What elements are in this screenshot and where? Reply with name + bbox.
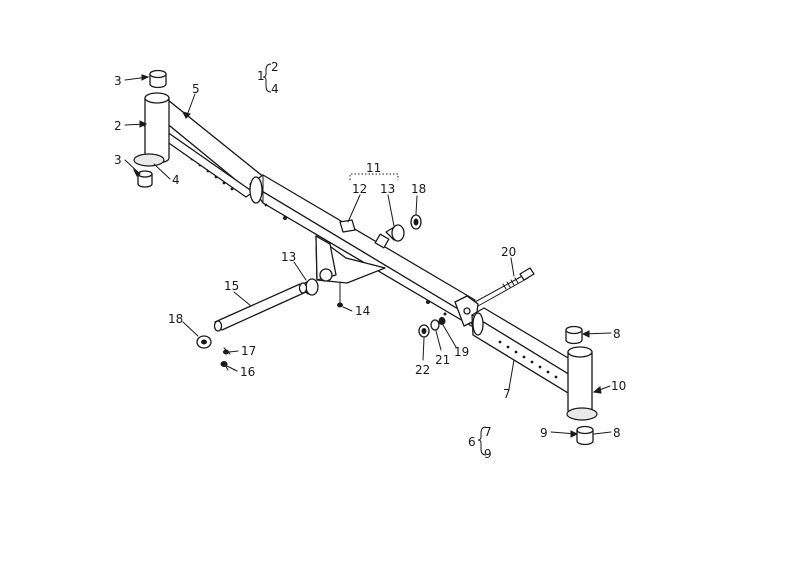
callout-8-top: 8 — [613, 327, 621, 341]
callout-7: 7 — [503, 387, 511, 401]
bolt-16 — [220, 361, 229, 371]
callout-21: 21 — [435, 353, 450, 367]
callout-8-bottom: 8 — [613, 426, 621, 440]
bushing-right — [374, 224, 405, 249]
left-cap-bottom — [137, 170, 153, 188]
callout-3-bottom: 3 — [114, 153, 122, 167]
callout-22: 22 — [415, 363, 430, 377]
pivot-bracket — [315, 219, 386, 284]
callout-20: 20 — [501, 245, 516, 259]
nut-22 — [418, 324, 430, 338]
callout-labels: 1 2 4 3 2 3 4 5 11 12 13 18 20 13 14 15 … — [114, 60, 626, 461]
callout-1: 1 — [257, 69, 265, 83]
bolt-20 — [474, 267, 535, 307]
right-cap-bottom — [576, 425, 594, 446]
callout-15: 15 — [224, 279, 239, 293]
washer-21 — [430, 319, 440, 331]
callout-10: 10 — [611, 379, 626, 393]
callout-5: 5 — [192, 82, 200, 96]
callout-16: 16 — [240, 365, 255, 379]
callout-1-brace-top: 2 — [271, 60, 279, 74]
left-spindle — [133, 92, 170, 167]
callout-14: 14 — [355, 304, 370, 318]
bolt-14 — [337, 282, 343, 308]
callout-17: 17 — [241, 344, 256, 358]
right-cap-top — [565, 325, 583, 345]
callout-4: 4 — [172, 173, 180, 187]
washer-left — [196, 335, 212, 349]
arrow-heads — [132, 74, 602, 438]
pin-15 — [213, 282, 308, 332]
callout-1-brace-bottom: 4 — [271, 82, 279, 96]
callout-6-brace-top: 7 — [484, 425, 492, 439]
callout-3-top: 3 — [114, 74, 122, 88]
right-spindle — [566, 346, 598, 421]
washer-right — [410, 214, 422, 230]
callout-12: 12 — [352, 182, 367, 196]
callout-6-brace-bottom: 9 — [484, 447, 492, 461]
callout-6: 6 — [468, 435, 476, 449]
callout-18-right: 18 — [411, 182, 426, 196]
callout-13-left: 13 — [281, 250, 296, 264]
callout-13-right: 13 — [380, 182, 395, 196]
brace-6 — [477, 426, 487, 456]
left-cap-top — [149, 69, 167, 89]
brace-1 — [262, 63, 272, 93]
callout-9: 9 — [540, 426, 548, 440]
washer-19 — [438, 317, 446, 325]
callout-11: 11 — [366, 161, 381, 175]
callout-18-left: 18 — [168, 312, 183, 326]
pin-17 — [223, 347, 231, 355]
callout-2-left: 2 — [114, 119, 122, 133]
callout-19: 19 — [454, 345, 469, 359]
